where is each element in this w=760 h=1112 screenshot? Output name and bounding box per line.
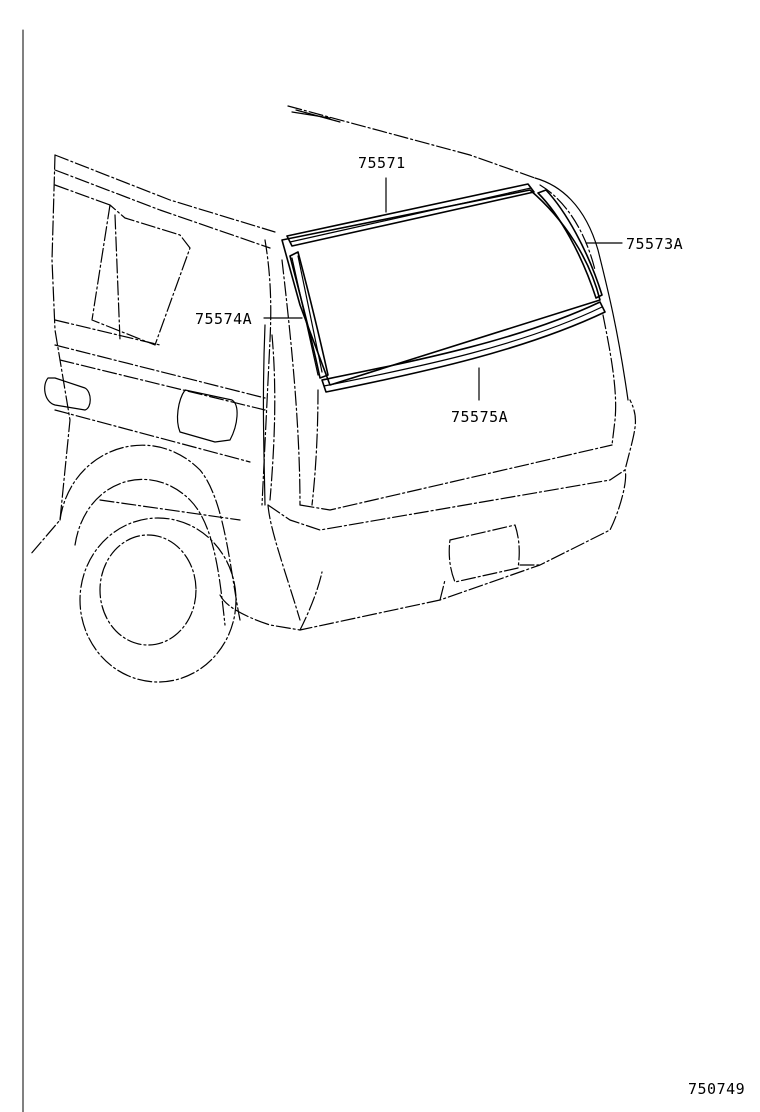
callout-lower-molding: 75575A [451, 408, 508, 426]
callout-side-molding-left: 75574A [195, 310, 252, 328]
rear-hatch [281, 189, 617, 511]
callout-side-molding-right: 75573A [626, 235, 683, 253]
rear-wheel [59, 444, 241, 683]
callout-roof-molding: 75571 [358, 154, 406, 172]
roof-outline [54, 105, 629, 401]
roof-molding-part [286, 183, 535, 247]
figure-number: 750749 [688, 1080, 745, 1098]
side-molding-left-part [289, 251, 329, 379]
side-molding-right-part [537, 189, 603, 299]
lower-molding-part [321, 301, 606, 393]
moldings [262, 183, 606, 506]
rear-bumper [219, 399, 636, 631]
side-body [29, 154, 276, 556]
leader-lines [263, 177, 623, 401]
